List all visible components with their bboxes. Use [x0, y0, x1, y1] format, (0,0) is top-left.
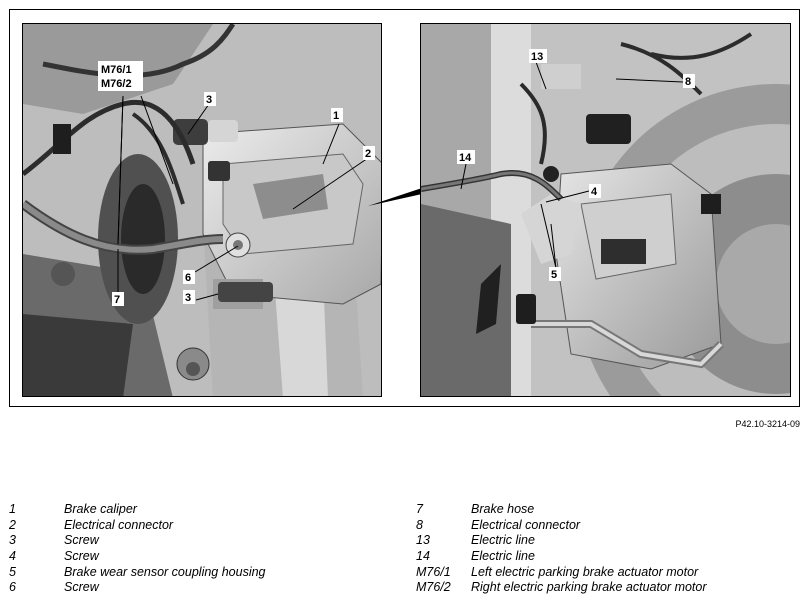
legend-item: 7 Brake hose [416, 502, 707, 518]
legend-item: 3 Screw [9, 533, 266, 549]
callout-3-top: 3 [204, 92, 216, 106]
callout-8: 8 [683, 74, 695, 88]
legend-description: Brake hose [471, 502, 535, 516]
legend-number: 14 [416, 549, 430, 564]
brake-caliper-illustration: 1 2 3 3 6 7 M7 [23, 24, 381, 396]
legend-description: Right electric parking brake actuator mo… [471, 580, 707, 595]
svg-text:M76/2: M76/2 [101, 78, 132, 90]
legend-item: 8 Electrical connector [416, 518, 707, 534]
zoom-connector [368, 188, 422, 206]
legend-number: 13 [416, 533, 430, 548]
svg-text:1: 1 [333, 110, 339, 122]
legend-description: Screw [64, 580, 99, 595]
legend-description: Screw [64, 533, 99, 548]
legend-item: M76/1 Left electric parking brake actuato… [416, 565, 707, 581]
legend-description: Electrical connector [471, 517, 581, 532]
legend-description: Left electric parking brake actuator mot… [471, 564, 699, 579]
legend-number: 2 [9, 517, 16, 532]
illustration-right-panel: 13 8 14 4 5 [420, 23, 791, 397]
svg-text:3: 3 [185, 292, 191, 304]
legend-item: 6 Screw [9, 580, 266, 596]
callout-m76-1: M76/1 M76/2 [98, 61, 143, 91]
legend-number: 6 [9, 580, 16, 595]
svg-text:13: 13 [531, 51, 543, 63]
svg-text:2: 2 [365, 148, 371, 160]
legend-item: 1 Brake caliper [9, 502, 266, 518]
svg-text:M76/1: M76/1 [101, 64, 132, 76]
legend-item: 4 Screw [9, 549, 266, 565]
figure-reference: P42.10-3214-09 [735, 419, 800, 429]
legend-number: 8 [416, 517, 423, 532]
callout-2: 2 [363, 146, 375, 160]
legend-item: 13 Electric line [416, 533, 707, 549]
legend-number: 1 [9, 502, 16, 516]
callout-1: 1 [331, 108, 343, 122]
legend-number: 3 [9, 533, 16, 548]
legend-number: 7 [416, 502, 423, 516]
illustration-left-panel: 1 2 3 3 6 7 M7 [22, 23, 382, 397]
legend-description: Electrical connector [64, 517, 174, 532]
legend-description: Brake caliper [64, 502, 137, 516]
legend-description: Electric line [471, 533, 535, 548]
svg-text:8: 8 [685, 76, 691, 88]
svg-text:3: 3 [206, 94, 212, 106]
callout-13: 13 [529, 49, 547, 63]
legend-item: 2 Electrical connector [9, 518, 266, 534]
legend-item: 14 Electric line [416, 549, 707, 565]
legend-description: Electric line [471, 549, 535, 564]
callout-4: 4 [589, 184, 601, 198]
callout-7: 7 [112, 292, 124, 306]
legend-item: 5 Brake wear sensor coupling housing [9, 565, 266, 581]
callout-5: 5 [549, 267, 561, 281]
svg-text:6: 6 [185, 272, 191, 284]
callout-6: 6 [183, 270, 195, 284]
legend-description: Brake wear sensor coupling housing [64, 564, 266, 579]
svg-text:7: 7 [114, 294, 120, 306]
legend-number: 4 [9, 549, 16, 564]
legend-description: Screw [64, 549, 99, 564]
figure-frame: 1 2 3 3 6 7 M7 [9, 9, 800, 407]
callout-3-bottom: 3 [183, 290, 195, 304]
svg-text:4: 4 [591, 186, 598, 198]
legend-number: M76/2 [416, 580, 451, 595]
legend-item: M76/2 Right electric parking brake actuat… [416, 580, 707, 596]
svg-text:5: 5 [551, 269, 557, 281]
legend-number: M76/1 [416, 564, 451, 579]
svg-text:14: 14 [459, 152, 472, 164]
caliper-detail-illustration: 13 8 14 4 5 [421, 24, 790, 396]
legend-number: 5 [9, 564, 16, 579]
callout-14: 14 [457, 150, 475, 164]
